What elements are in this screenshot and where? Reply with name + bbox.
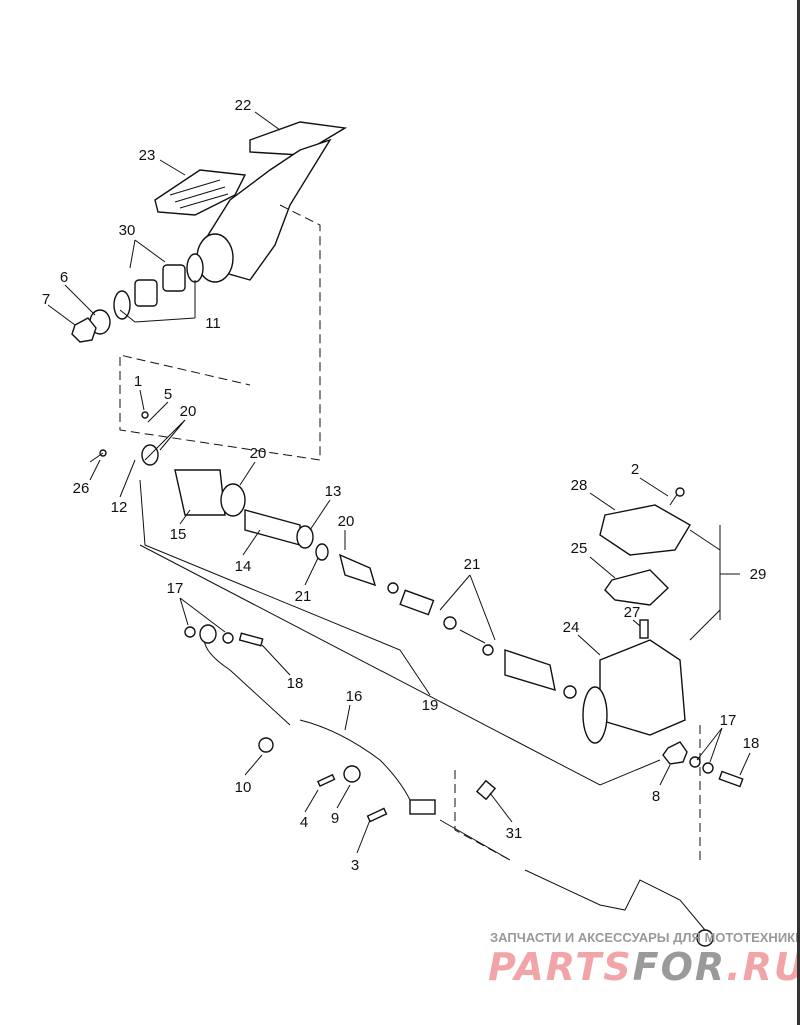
callout-21: 21 xyxy=(464,556,481,573)
leader-lines xyxy=(47,111,751,854)
callout-3: 3 xyxy=(351,857,359,874)
callout-29: 29 xyxy=(750,566,767,583)
callout-23: 23 xyxy=(139,147,156,164)
callout-18: 18 xyxy=(287,675,304,692)
callout-22: 22 xyxy=(235,97,252,114)
callout-30: 30 xyxy=(119,222,136,239)
callout-1: 1 xyxy=(134,373,142,390)
callout-26: 26 xyxy=(73,480,90,497)
brake-pedal xyxy=(154,121,348,283)
master-cylinder-internals xyxy=(89,411,577,699)
callout-15: 15 xyxy=(170,526,187,543)
bushing-set xyxy=(71,253,204,343)
callout-24: 24 xyxy=(563,619,580,636)
watermark-brand-b: FOR xyxy=(632,945,727,989)
watermark-brand-c: .RU xyxy=(726,945,800,989)
dashed-group-box xyxy=(454,770,511,861)
callout-labels: 22 23 30 6 7 11 1 5 20 26 12 15 20 14 13… xyxy=(42,97,767,874)
callout-12: 12 xyxy=(111,499,128,516)
watermark-logo: PARTSFOR.RU xyxy=(488,945,800,989)
callout-7: 7 xyxy=(42,291,50,308)
callout-20: 20 xyxy=(338,513,355,530)
brake-lines xyxy=(184,624,744,947)
pedal-pad-ribs xyxy=(169,179,229,209)
callout-28: 28 xyxy=(571,477,588,494)
callout-11: 11 xyxy=(205,315,221,332)
callout-31: 31 xyxy=(506,825,523,842)
dashed-group-box xyxy=(119,204,321,461)
callout-2: 2 xyxy=(631,461,639,478)
callout-8: 8 xyxy=(652,788,660,805)
callout-18: 18 xyxy=(743,735,760,752)
callout-13: 13 xyxy=(325,483,342,500)
callout-21: 21 xyxy=(295,588,312,605)
callout-25: 25 xyxy=(571,540,588,557)
callout-17: 17 xyxy=(720,712,737,729)
callout-16: 16 xyxy=(346,688,363,705)
callout-20: 20 xyxy=(250,445,267,462)
callout-5: 5 xyxy=(164,386,172,403)
callout-6: 6 xyxy=(60,269,68,286)
callout-14: 14 xyxy=(235,558,252,575)
reservoir-assembly xyxy=(582,487,691,744)
callout-19: 19 xyxy=(422,697,439,714)
callout-20: 20 xyxy=(180,403,197,420)
callout-9: 9 xyxy=(331,810,339,827)
callout-10: 10 xyxy=(235,779,252,796)
callout-4: 4 xyxy=(300,814,308,831)
callout-17: 17 xyxy=(167,580,184,597)
watermark-brand-a: PARTS xyxy=(488,945,633,989)
callout-27: 27 xyxy=(624,604,641,621)
watermark-tagline: ЗАПЧАСТИ И АКСЕССУАРЫ ДЛЯ МОТОТЕХНИКИ xyxy=(490,930,800,945)
